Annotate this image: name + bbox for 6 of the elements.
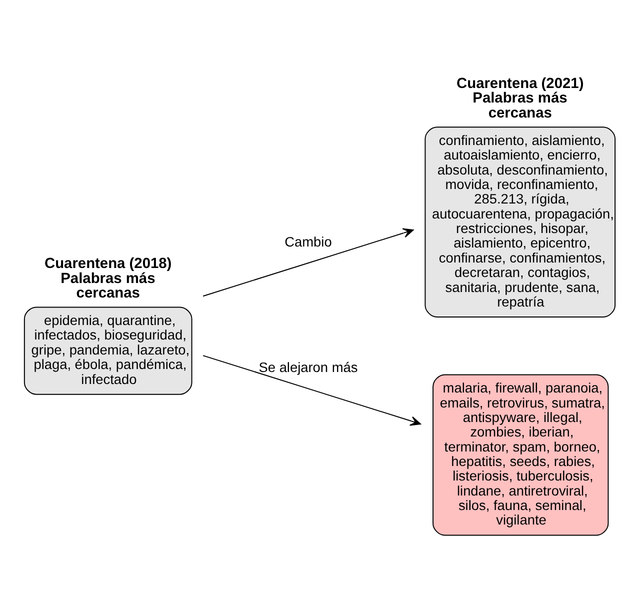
node-label: Cuarentena (2018) Palabras más cercanas	[44, 256, 172, 302]
node-label: Cuarentena (2021) Palabras más cercanas	[456, 76, 584, 122]
arrow	[202, 355, 421, 426]
edge-label: Cambio	[284, 234, 332, 250]
edge-label: Se alejaron más	[258, 360, 358, 376]
arrow	[202, 228, 414, 297]
